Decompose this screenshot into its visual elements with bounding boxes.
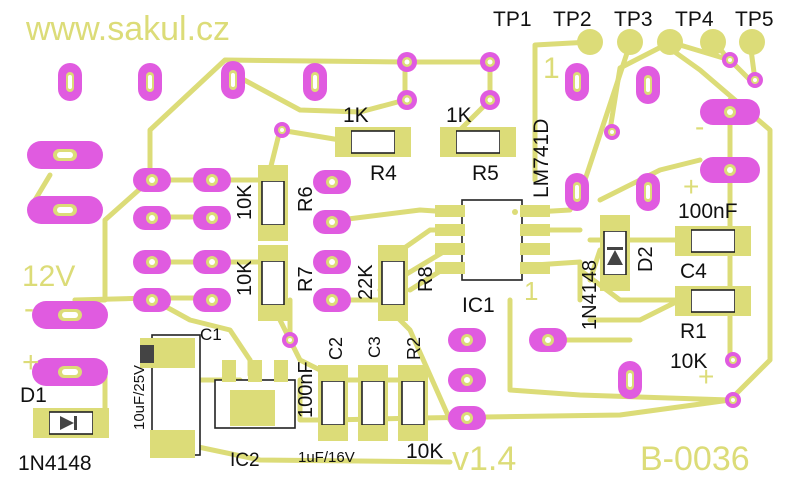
- power-plus-marker: +: [22, 346, 40, 379]
- tp4-label: TP4: [675, 8, 714, 31]
- power-minus-marker: -: [24, 292, 34, 325]
- r8-footprint: [378, 245, 408, 321]
- c4-ref: C4: [680, 260, 707, 283]
- r5-value: 1K: [446, 104, 472, 127]
- c3-footprint: [358, 365, 388, 441]
- d2-value: 1N4148: [579, 260, 601, 330]
- r2-footprint: [398, 365, 428, 441]
- c3-ref: C3: [365, 336, 384, 358]
- c4-footprint: [675, 226, 751, 256]
- r7-ref: R7: [295, 266, 317, 292]
- r5-ref: R5: [472, 162, 499, 185]
- smd-components: [33, 127, 751, 458]
- d1-footprint: [33, 408, 109, 438]
- r5-footprint: [440, 127, 516, 157]
- r1-value: 10K: [670, 350, 707, 373]
- website-label: www.sakul.cz: [25, 10, 230, 48]
- c2-value: 100nF: [295, 361, 317, 418]
- r6-value: 10K: [234, 184, 256, 220]
- d1-ref: D1: [20, 384, 47, 407]
- right-plus-marker: +: [698, 361, 714, 392]
- r6-ref: R6: [295, 186, 317, 212]
- r1-ref: R1: [680, 320, 707, 343]
- connector-pin1-marker: 1: [543, 52, 560, 85]
- c4-value: 100nF: [678, 200, 738, 223]
- r2-value: 10K: [406, 440, 443, 463]
- d2-ref: D2: [635, 246, 657, 272]
- c1-ref: C1: [200, 325, 222, 344]
- ic2-ref: IC2: [230, 450, 260, 471]
- r7-footprint: [258, 245, 288, 321]
- version-label: v1.4: [452, 440, 516, 478]
- r4-ref: R4: [370, 162, 397, 185]
- ic1-value: LM741D: [530, 119, 553, 198]
- ic1-footprint: [435, 199, 550, 281]
- d1-value: 1N4148: [18, 452, 92, 475]
- tp5-label: TP5: [735, 8, 774, 31]
- c2-ref: C2: [326, 337, 346, 360]
- c4-plus-marker: +: [683, 171, 699, 202]
- ic1-ref: IC1: [462, 294, 495, 317]
- r4-footprint: [335, 127, 411, 157]
- r8-value: 22K: [355, 264, 377, 300]
- r4-value: 1K: [343, 104, 369, 127]
- c1-footprint: [140, 334, 201, 458]
- power-voltage-label: 12V: [22, 260, 75, 293]
- test-point-pads: [577, 29, 765, 55]
- right-minus-marker: -: [695, 111, 704, 142]
- r8-ref: R8: [415, 266, 437, 292]
- right-lower-minus-marker: -: [704, 383, 713, 414]
- r6-footprint: [258, 165, 288, 241]
- r2-ref: R2: [404, 337, 424, 360]
- tp1-label: TP1: [493, 8, 532, 31]
- c1-value: 10uF/25V: [131, 365, 148, 430]
- board-id-label: B-0036: [640, 440, 750, 478]
- tp2-label: TP2: [553, 8, 592, 31]
- ic1-pin1-marker: 1: [524, 276, 538, 306]
- r7-value: 10K: [234, 260, 256, 296]
- through-hole-pads: [27, 52, 763, 430]
- d2-footprint: [600, 215, 630, 291]
- tp3-label: TP3: [614, 8, 653, 31]
- r1-footprint: [675, 286, 751, 316]
- c3-value: 1uF/16V: [298, 449, 355, 466]
- ic2-footprint: [214, 360, 296, 429]
- silkscreen-labels: www.sakul.cz TP1 TP2 TP3 TP4 TP5 1 1K R4…: [18, 8, 774, 478]
- c2-footprint: [318, 365, 348, 441]
